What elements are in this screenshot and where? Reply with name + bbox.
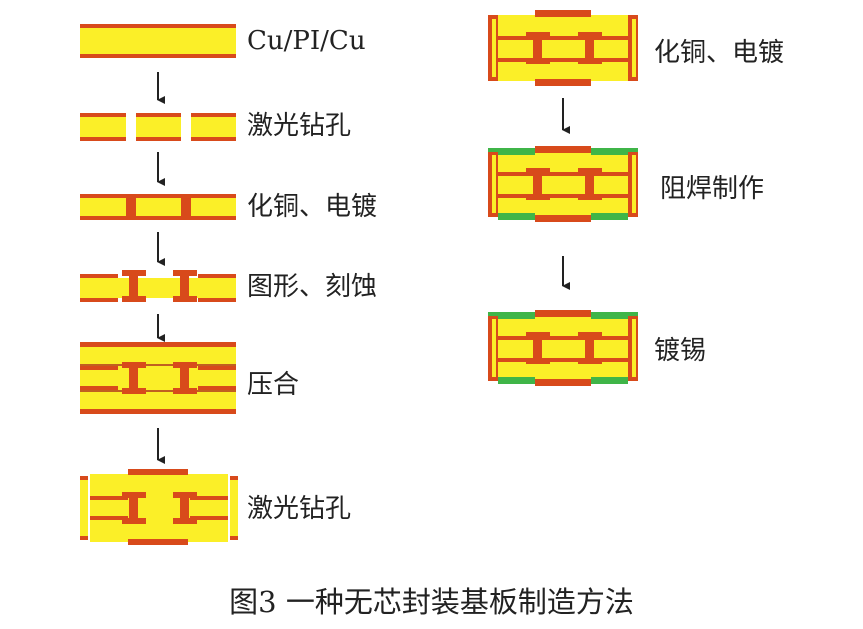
- step-label-etching: 图形、刻蚀: [247, 272, 378, 302]
- step-lamination-graphic: [80, 342, 236, 414]
- step-label-cu-pi-cu: Cu/PI/Cu: [247, 26, 366, 56]
- figure-caption: 图3 一种无芯封装基板制造方法: [229, 585, 634, 619]
- step-laser-drill-graphic: [80, 113, 236, 141]
- step-right-plating-graphic: [488, 10, 638, 86]
- step-label-right-plating: 化铜、电镀: [654, 38, 785, 68]
- step-label-solder-mask: 阻焊制作: [660, 174, 765, 204]
- step-label-lamination: 压合: [247, 370, 300, 400]
- step-label-laser-drill-2: 激光钻孔: [247, 494, 352, 524]
- step-tin-plating-graphic: [488, 310, 638, 386]
- step-laser-drill-2-graphic: [80, 469, 238, 545]
- step-label-laser-drill: 激光钻孔: [247, 111, 352, 141]
- step-solder-mask-graphic: [488, 146, 638, 222]
- step-cu-pi-cu-graphic: [80, 24, 236, 58]
- step-label-plating: 化铜、电镀: [247, 192, 378, 222]
- step-label-tin-plating: 镀锡: [654, 336, 707, 366]
- step-plating-graphic: [80, 194, 236, 220]
- step-etch-graphic: [80, 270, 236, 302]
